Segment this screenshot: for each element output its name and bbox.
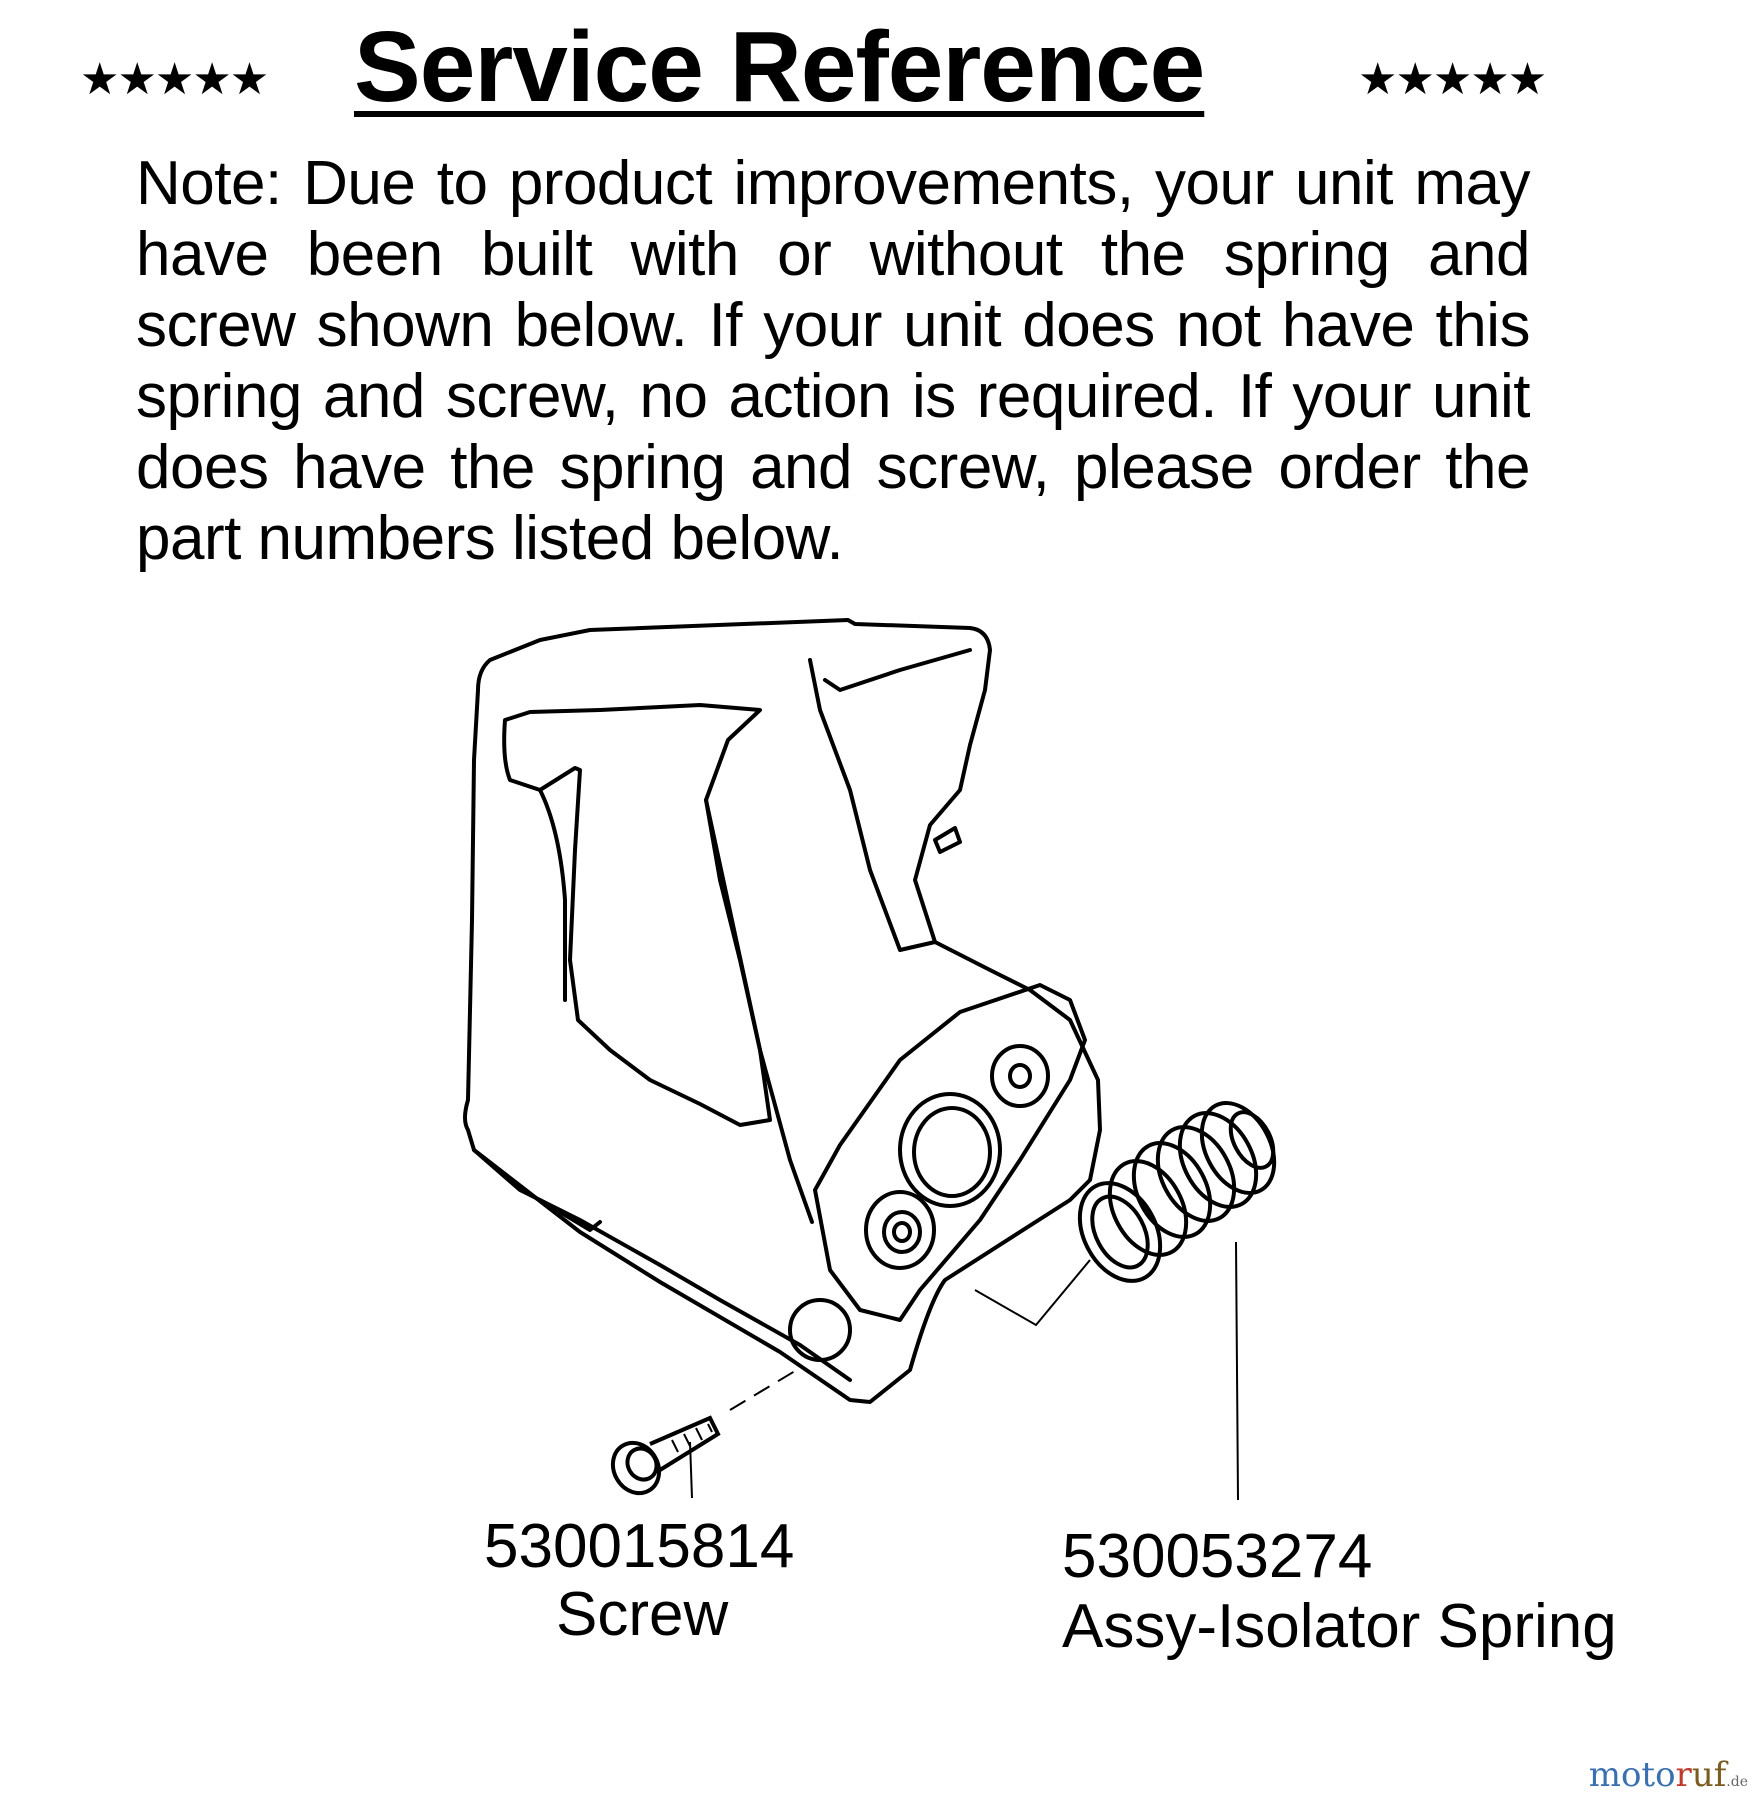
boss-top-inner [1008, 1063, 1032, 1089]
body-slot [933, 826, 962, 854]
boss-bottom [864, 1190, 936, 1270]
handle-opening [502, 703, 772, 1127]
screw-part-name: Screw [556, 1580, 729, 1649]
watermark-part-2: r [1675, 1755, 1692, 1795]
spring-leader-number [1235, 1241, 1239, 1501]
handle-edge [704, 798, 814, 1224]
part-diagram [463, 618, 1277, 1501]
body-contour [808, 658, 937, 952]
watermark-part-4: .de [1726, 1774, 1748, 1790]
decorative-stars-left: ★★★★★ [80, 54, 269, 105]
spring-part-number: 530053274 [1062, 1522, 1373, 1591]
spring-part-name: Assy-Isolator Spring [1062, 1592, 1617, 1661]
decorative-stars-right: ★★★★★ [1358, 54, 1547, 105]
watermark-part-3: uf [1691, 1755, 1727, 1795]
page-title: Service Reference [354, 11, 1205, 123]
service-note: Note: Due to product improvements, your … [136, 149, 1531, 573]
isolator-spring [1077, 1101, 1277, 1283]
body-contour-2 [823, 648, 972, 692]
screw-axis-line [729, 1367, 801, 1411]
watermark-part-1: moto [1588, 1755, 1676, 1795]
screw [610, 1415, 721, 1496]
handle-grip [538, 788, 567, 1002]
boss-bottom-inner [882, 1210, 922, 1254]
boss-top [990, 1044, 1050, 1108]
screw-leader [689, 1441, 693, 1499]
housing-outline [463, 618, 1102, 1404]
spring-leader-plate [974, 1259, 1091, 1327]
body-lower-edge [472, 1148, 852, 1382]
boss-center-inner [912, 1106, 992, 1198]
watermark-logo: motoruf.de [1589, 1758, 1748, 1792]
screw-hole [788, 1298, 852, 1362]
screw-part-number: 530015814 [484, 1512, 795, 1581]
body-ridge [538, 1198, 602, 1232]
boss-center [898, 1092, 1002, 1208]
boss-bottom-core [892, 1221, 912, 1243]
mounting-plate [813, 983, 1087, 1322]
